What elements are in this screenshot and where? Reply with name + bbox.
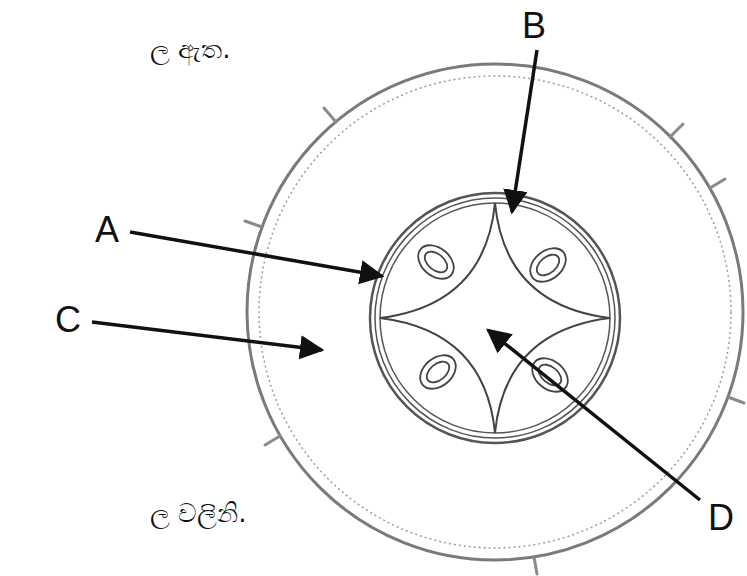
callout-letter: A	[95, 212, 119, 248]
question-text: ල වලිනි.	[150, 500, 247, 526]
epidermis	[247, 64, 743, 560]
phloem	[412, 238, 575, 398]
callout-letter: C	[55, 302, 81, 338]
leader-arrows	[92, 50, 700, 500]
callout-letter: D	[708, 500, 734, 536]
cortex-boundary	[259, 76, 731, 548]
root-hairs	[245, 108, 744, 574]
callout-letter: B	[522, 8, 546, 44]
question-text: ල ඇත.	[150, 36, 231, 62]
